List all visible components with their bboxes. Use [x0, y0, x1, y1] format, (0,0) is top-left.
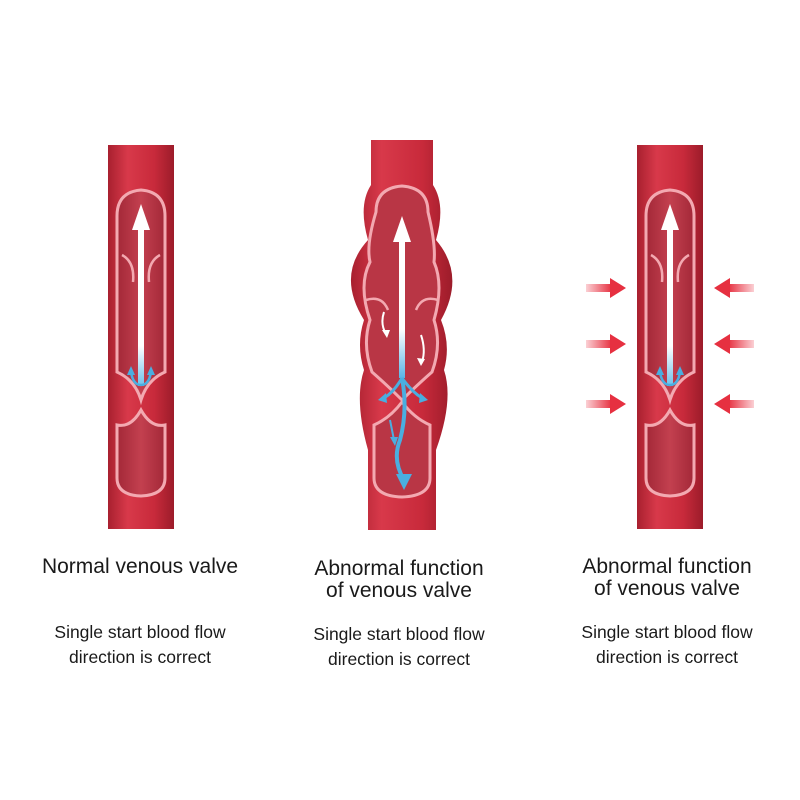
- blood-flow-arrow: [667, 226, 673, 386]
- panel-description-line: Single start blood flow: [54, 622, 226, 642]
- normal-vein-illustration: [108, 145, 174, 529]
- pressure-arrow-icon: [714, 278, 754, 298]
- panel-title-line: Abnormal function: [314, 557, 484, 580]
- valve-leaflet: [147, 253, 161, 283]
- flow-arrowhead-icon: [661, 204, 679, 230]
- panel-title-line: Abnormal function: [582, 555, 752, 578]
- lower-valve-chamber: [644, 406, 696, 498]
- pressure-arrow-icon: [714, 334, 754, 354]
- panel-description-line: direction is correct: [596, 647, 738, 667]
- pressure-arrow-icon: [586, 394, 626, 414]
- panel-description: Single start blood flow direction is cor…: [534, 620, 800, 670]
- panel-title-line: of venous valve: [594, 577, 740, 600]
- flow-arrowhead-icon: [132, 204, 150, 230]
- valve-leaflet: [121, 253, 135, 283]
- normal-valve-panel: Normal venous valve Single start blood f…: [7, 0, 273, 800]
- varicose-vein-illustration: [350, 140, 453, 530]
- pressure-arrow-icon: [586, 278, 626, 298]
- panel-title-line: Normal venous valve: [41, 555, 239, 578]
- panel-title: Abnormal function of venous valve: [266, 558, 532, 602]
- panel-title: Normal venous valve: [7, 556, 273, 578]
- lower-valve-chamber: [115, 406, 167, 498]
- flow-arrowhead-icon: [393, 216, 411, 242]
- varicose-lower-chamber: [372, 399, 432, 499]
- pressure-arrow-icon: [714, 394, 754, 414]
- blood-flow-arrow: [138, 226, 144, 386]
- compressed-vein-illustration: [586, 145, 754, 529]
- pressure-arrow-icon: [586, 334, 626, 354]
- panel-description-line: direction is correct: [69, 647, 211, 667]
- panel-title: Abnormal function of venous valve: [534, 556, 800, 600]
- panel-title-line: of venous valve: [326, 579, 472, 602]
- compressed-valve-panel: Abnormal function of venous valve Single…: [534, 0, 800, 800]
- panel-description-line: Single start blood flow: [581, 622, 753, 642]
- blood-flow-arrow: [399, 238, 405, 378]
- panel-description-line: direction is correct: [328, 649, 470, 669]
- panel-description: Single start blood flow direction is cor…: [7, 620, 273, 670]
- varicose-valve-panel: Abnormal function of venous valve Single…: [266, 0, 532, 800]
- backflow-arrowhead-icon: [396, 474, 412, 490]
- panel-description: Single start blood flow direction is cor…: [266, 622, 532, 672]
- panel-description-line: Single start blood flow: [313, 624, 485, 644]
- backflow-down-arrow: [394, 377, 407, 482]
